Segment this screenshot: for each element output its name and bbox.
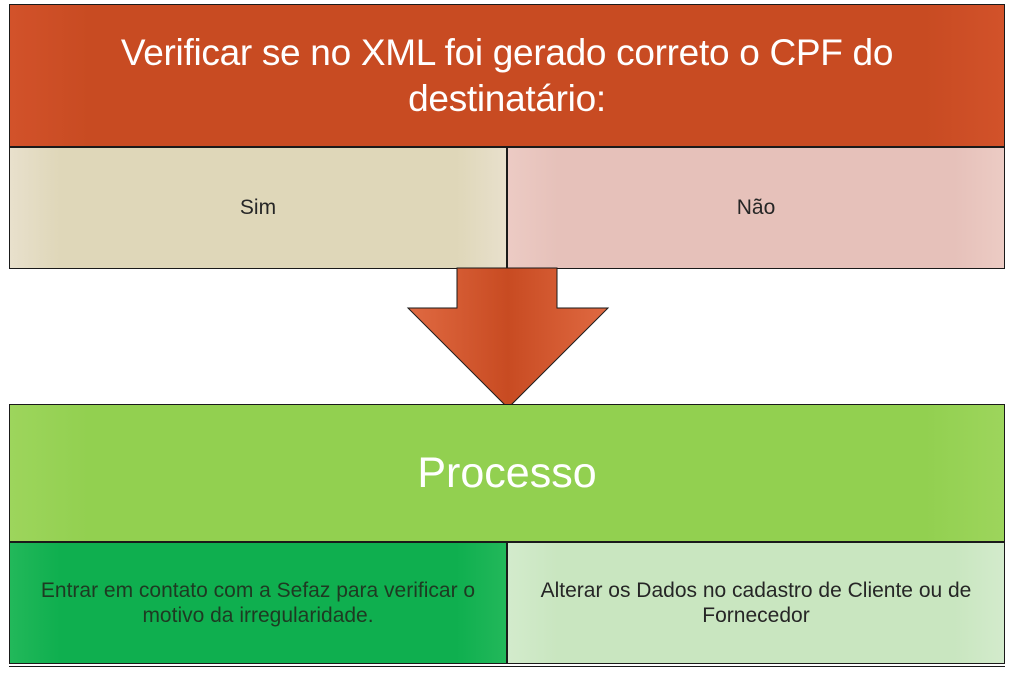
action-no-text: Alterar os Dados no cadastro de Cliente … — [540, 579, 972, 627]
divider-line — [9, 666, 1005, 667]
question-header: Verificar se no XML foi gerado correto o… — [9, 4, 1005, 147]
option-no-cell: Não — [507, 147, 1005, 269]
process-header: Processo — [9, 404, 1005, 542]
action-no-cell: Alterar os Dados no cadastro de Cliente … — [507, 542, 1005, 664]
process-title: Processo — [417, 448, 597, 497]
question-text: Verificar se no XML foi gerado correto o… — [120, 31, 894, 119]
action-yes-text: Entrar em contato com a Sefaz para verif… — [40, 579, 476, 627]
action-yes-cell: Entrar em contato com a Sefaz para verif… — [9, 542, 507, 664]
option-yes-cell: Sim — [9, 147, 507, 269]
arrow-shape — [406, 267, 610, 409]
down-arrow-icon — [406, 267, 610, 409]
option-yes-label: Sim — [239, 196, 277, 219]
option-no-label: Não — [736, 196, 776, 219]
